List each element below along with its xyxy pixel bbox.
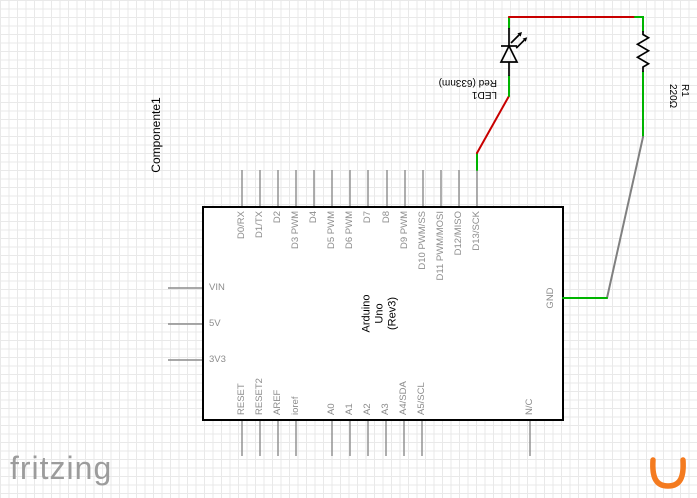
wire-segment (476, 95, 510, 154)
wire-d13-to-led[interactable] (476, 75, 510, 171)
pin-label-5v: 5V (209, 318, 221, 329)
pin-label-d10: D10 PWM/SS (417, 211, 428, 270)
board-title: Arduino Uno (Rev3) (361, 254, 400, 374)
pin-label-reset: RESET (236, 383, 247, 415)
pin-label-aref: AREF (272, 389, 283, 415)
pin-label-a1: A1 (344, 403, 355, 415)
resistor-symbol[interactable] (635, 31, 651, 72)
led-value: Red (633nm) (438, 77, 497, 88)
resistor-part-label[interactable]: R1 220Ω (666, 84, 690, 144)
pin-lines[interactable] (168, 170, 600, 456)
fritzing-icon (650, 457, 686, 489)
pin-label-reset2: RESET2 (254, 378, 265, 415)
fritzing-logo-text: fritzing (10, 450, 113, 486)
pin-label-a5-scl: A5/SCL (416, 382, 427, 415)
pin-label-d2: D2 (272, 211, 283, 224)
pin-label-3v3: 3V3 (209, 354, 226, 365)
pin-label-d5: D5 PWM (326, 211, 337, 249)
led-designator: LED1 (471, 89, 497, 100)
resistor-designator: R1 (679, 84, 690, 97)
wire-led-to-resistor[interactable] (508, 16, 644, 32)
wire-resistor-to-gnd[interactable] (562, 71, 644, 299)
led-emission-arrows (510, 32, 528, 49)
pin-label-d13: D13/SCK (471, 211, 482, 251)
pin-label-vin: VIN (209, 282, 225, 293)
pin-label-d12: D12/MISO (453, 211, 464, 256)
resistor-value: 220Ω (667, 84, 678, 109)
board-title-line: Uno (373, 303, 386, 324)
pin-label-d6: D6 PWM (344, 211, 355, 249)
pin-label-a0: A0 (326, 403, 337, 415)
board-outline[interactable] (202, 206, 564, 421)
board-title-line: (Rev3) (386, 297, 399, 331)
wire-segment (634, 16, 644, 32)
pin-label-gnd: GND (545, 287, 556, 309)
led-symbol[interactable] (499, 28, 528, 76)
board-title-line: Arduino (360, 294, 373, 333)
pin-label-d9: D9 PWM (399, 211, 410, 249)
pin-label-a4-sda: A4/SDA (398, 381, 409, 415)
pin-label-ioref: ioref (290, 396, 301, 415)
pin-label-nc: N/C (524, 398, 535, 415)
pin-label-d3: D3 PWM (290, 211, 301, 249)
pin-label-d0-rx: D0/RX (236, 211, 247, 239)
pin-label-d1-tx: D1/TX (254, 211, 265, 238)
wire-segment (606, 136, 644, 299)
pin-label-d4: D4 (308, 211, 319, 224)
pin-label-d11: D11 PWM/MOSI (435, 211, 446, 281)
board-part-label[interactable]: Componente1 (149, 97, 163, 173)
led-part-label[interactable]: LED1 Red (633nm) (407, 76, 497, 100)
